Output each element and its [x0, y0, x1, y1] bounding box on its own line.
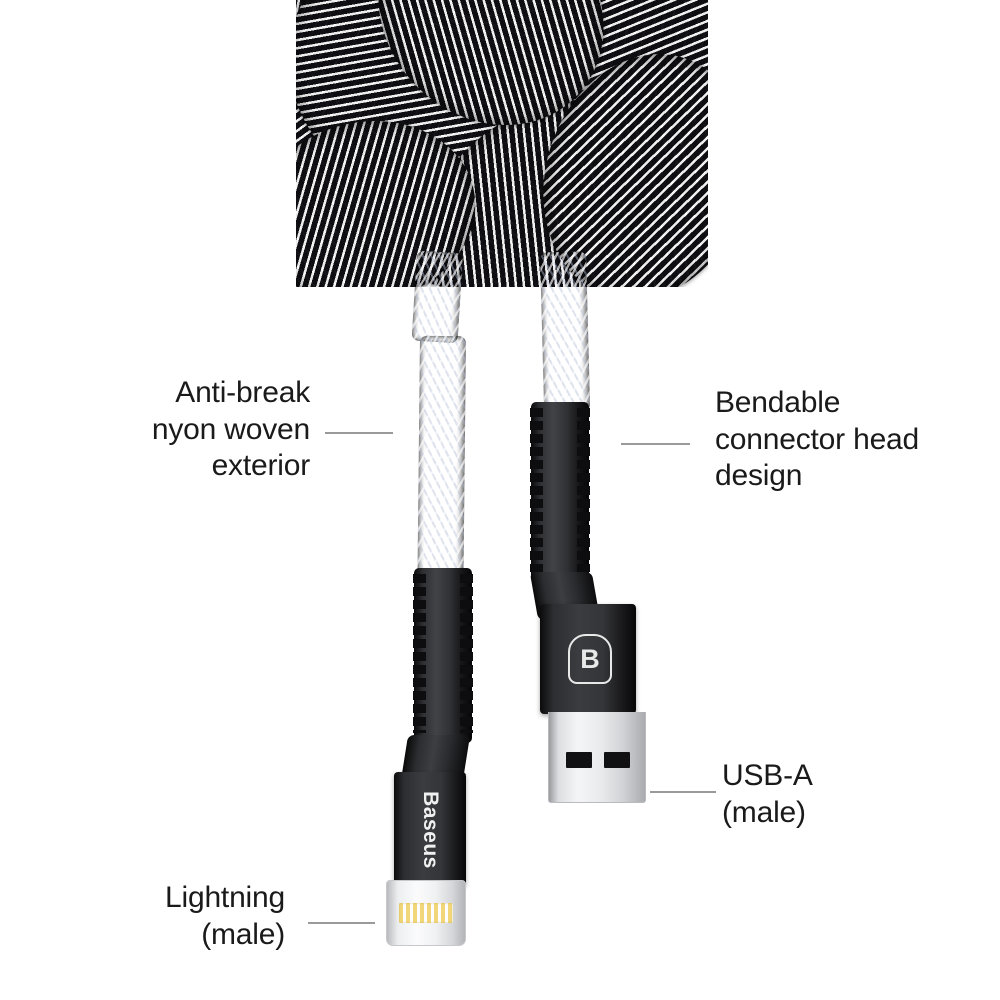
lightning-strain-relief [413, 568, 473, 743]
leader-line-lightning [308, 922, 375, 924]
usb-a-connector-body: B [540, 604, 636, 714]
strain-relief-notches [460, 574, 473, 733]
lightning-connector-body: Baseus [394, 772, 466, 886]
knot-rope-loops [296, 0, 708, 287]
leader-line-usb-a [650, 791, 716, 793]
braided-cable-strand-left [412, 251, 463, 344]
usb-strain-relief [530, 402, 590, 582]
lightning-connector-tip [386, 880, 466, 946]
leader-line-anti-break [325, 432, 393, 434]
leader-line-bendable [621, 443, 690, 445]
baseus-wordmark: Baseus [419, 791, 442, 869]
callout-bendable: Bendable connector head design [715, 386, 920, 493]
callout-anti-break: Anti-break nyon woven exterior [151, 376, 310, 483]
usb-contact-slot [566, 752, 592, 768]
baseus-shield-logo: B [568, 634, 612, 684]
strain-relief-notches [530, 408, 543, 572]
usb-a-metal-tip [548, 712, 646, 803]
braided-cable-strand-right [540, 251, 590, 412]
braided-cable-strand-left [417, 336, 466, 576]
lightning-gold-pins [399, 903, 453, 923]
coiled-cable-knot [296, 0, 708, 287]
usb-contact-slot [604, 752, 630, 768]
baseus-logo-letter: B [580, 644, 600, 674]
callout-lightning: Lightning (male) [165, 881, 285, 951]
strain-relief-notches [413, 574, 426, 733]
callout-usb-a: USB-A (male) [722, 759, 813, 829]
strain-relief-notches [577, 408, 590, 572]
